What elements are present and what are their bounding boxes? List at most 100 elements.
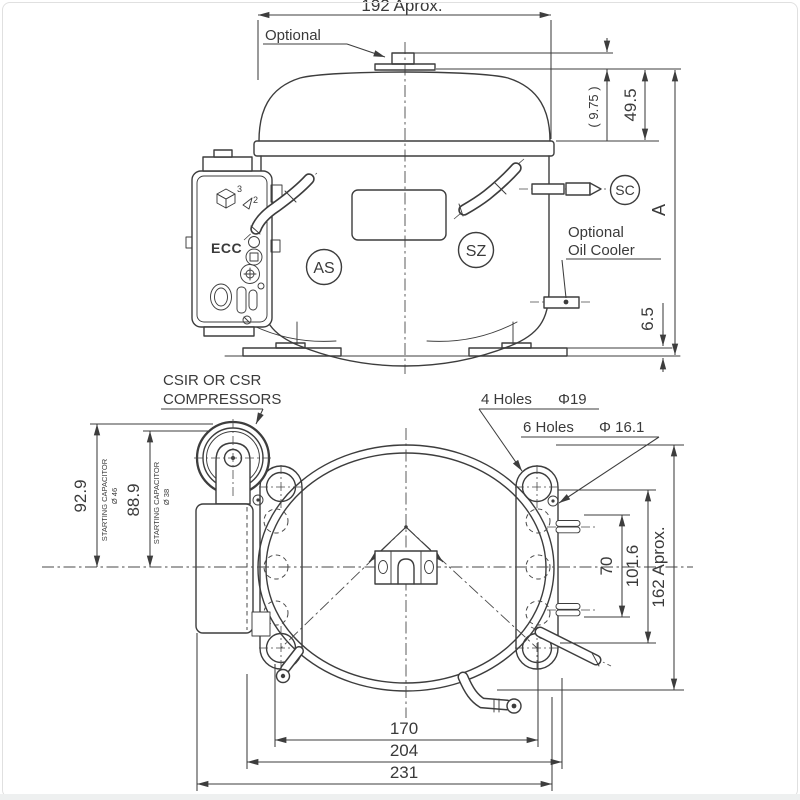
center-bracket bbox=[374, 550, 438, 585]
pipe-core bbox=[459, 673, 511, 709]
pipe-joint-tick bbox=[494, 182, 507, 195]
capacitor-crosshair bbox=[194, 419, 272, 499]
pipe-diagonal-right bbox=[530, 626, 612, 667]
badge-as-circle bbox=[305, 248, 343, 286]
cube-superscript: 3 bbox=[237, 184, 242, 194]
holes6-text: 6 Holes bbox=[523, 419, 574, 436]
oil-cooler-leader bbox=[561, 259, 567, 299]
pilot-hole-tl bbox=[252, 494, 264, 506]
process-pipe-left bbox=[243, 171, 319, 241]
hidden-hole-l1 bbox=[263, 508, 289, 534]
hole-cross-tl bbox=[259, 465, 303, 509]
dimension-929: 92.9 STARTING CAPACITOR Ø 46 bbox=[71, 423, 213, 567]
badge-as-label: AS bbox=[313, 260, 334, 277]
dimension-base-65: 6.5 bbox=[638, 303, 667, 372]
dim-1016-text: 101.6 bbox=[623, 545, 642, 588]
dim-70-text: 70 bbox=[597, 557, 616, 576]
hidden-hole-r3 bbox=[525, 600, 551, 626]
box-nub-left bbox=[185, 236, 193, 249]
cube-icon bbox=[216, 188, 236, 209]
terminal-box-bump bbox=[213, 149, 233, 158]
stub-pipes-right bbox=[547, 520, 598, 617]
bracket-hole-right bbox=[424, 560, 434, 574]
shell-dome bbox=[258, 71, 551, 142]
cap38-label: STARTING CAPACITOR bbox=[152, 461, 161, 544]
dim-plug-text: ( 9.75 ) bbox=[586, 86, 601, 127]
stub-tube bbox=[531, 183, 565, 195]
optional-plug-label: Optional bbox=[263, 27, 386, 58]
pipe-end-dot bbox=[511, 703, 517, 709]
stub-tip bbox=[589, 182, 602, 196]
terminal-small bbox=[257, 282, 265, 290]
oil-cooler-bracket bbox=[543, 296, 580, 309]
cap38-dia: Ø 38 bbox=[162, 489, 171, 505]
box-clip-3 bbox=[270, 239, 281, 253]
dim-889-text: 88.9 bbox=[124, 483, 143, 516]
holes6-dia: Φ 16.1 bbox=[599, 419, 644, 436]
terminal-3 bbox=[240, 264, 260, 284]
holes4-leader bbox=[478, 408, 523, 472]
oil-cooler-dot bbox=[563, 299, 569, 305]
ext-lines bbox=[274, 642, 539, 747]
csir-label: CSIR OR CSR COMPRESSORS bbox=[161, 372, 281, 425]
holes6-label: 6 Holes Φ 16.1 bbox=[521, 419, 660, 504]
slot-2 bbox=[248, 289, 258, 311]
terminal-1 bbox=[248, 236, 260, 248]
dimension-162: 162 Aprox. bbox=[497, 444, 684, 691]
discharge-stub bbox=[519, 182, 606, 196]
csir-line1: CSIR OR CSR bbox=[163, 372, 262, 389]
badge-sc-label: SC bbox=[615, 182, 634, 198]
suction-pipe-right bbox=[453, 158, 525, 220]
screw-slot bbox=[243, 316, 251, 324]
ext-lines bbox=[497, 444, 684, 691]
optional-text: Optional bbox=[265, 27, 321, 44]
terminal-box-inner bbox=[196, 175, 268, 323]
dim-231-text: 231 bbox=[390, 763, 418, 782]
clip-icon bbox=[242, 197, 253, 210]
foot-tab-right bbox=[501, 342, 532, 349]
weld-band bbox=[253, 140, 555, 157]
stub-lower-2 bbox=[555, 609, 581, 617]
pipe-core bbox=[459, 163, 521, 215]
dim-width-text: 192 Aprox. bbox=[361, 0, 442, 15]
badge-sz-label: SZ bbox=[466, 243, 487, 260]
nameplate bbox=[351, 189, 447, 241]
wire-loop-outer bbox=[210, 283, 232, 311]
pipe-bottom-left bbox=[275, 646, 304, 684]
bottom-view: CSIR OR CSR COMPRESSORS 4 Holes Φ19 6 Ho… bbox=[42, 372, 693, 791]
dimension-width-192: 192 Aprox. bbox=[257, 0, 552, 139]
diagonal-centerlines bbox=[280, 525, 538, 649]
optional-leader bbox=[346, 43, 386, 58]
top-view: ECC 3 2 bbox=[185, 0, 681, 374]
terminal-box: ECC 3 2 bbox=[185, 149, 283, 337]
starting-capacitor bbox=[194, 419, 272, 637]
dim-base-text: 6.5 bbox=[638, 307, 657, 331]
housing-tab bbox=[251, 611, 271, 637]
terminal-box-label: ECC bbox=[211, 240, 242, 256]
holes4-label: 4 Holes Φ19 bbox=[478, 391, 599, 472]
holes4-dia: Φ19 bbox=[558, 391, 587, 408]
pipe-joint-tick bbox=[284, 190, 297, 203]
ext-lines bbox=[246, 674, 563, 769]
cube-right-face bbox=[225, 193, 236, 209]
dimension-1016: 101.6 bbox=[558, 489, 656, 644]
foot-tab-left bbox=[275, 342, 306, 349]
pipe-end-cap bbox=[250, 225, 261, 235]
pipe-end-dot bbox=[280, 673, 286, 679]
shell-crease-right bbox=[426, 321, 518, 342]
capacitor-housing bbox=[195, 503, 254, 634]
dim-top-text: 49.5 bbox=[621, 88, 640, 121]
pipe-bottom-right bbox=[457, 671, 522, 714]
terminal-2-square bbox=[249, 252, 259, 262]
terminal-box-foot bbox=[203, 326, 255, 337]
dimension-height-A: A bbox=[649, 70, 679, 355]
stub-lower-1 bbox=[555, 603, 581, 610]
dim-170-text: 170 bbox=[390, 719, 418, 738]
hidden-hole-r1 bbox=[525, 508, 551, 534]
badge-sc-circle bbox=[609, 174, 641, 206]
hole-cross-tr bbox=[515, 465, 559, 509]
port-badges: AS SZ SC bbox=[305, 174, 641, 286]
shell-body bbox=[260, 155, 550, 367]
pipe-core bbox=[281, 647, 303, 673]
